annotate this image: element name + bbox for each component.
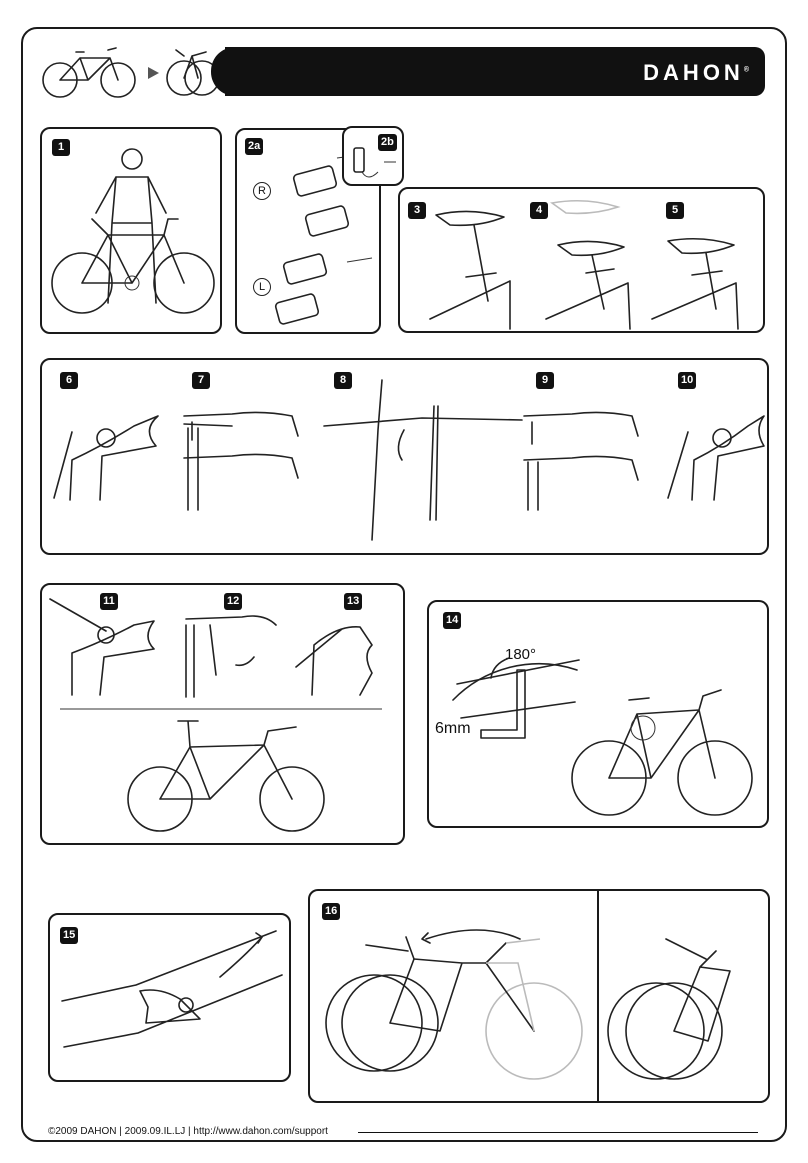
step-number: 4 [530, 202, 548, 219]
step-number: 5 [666, 202, 684, 219]
arrow-right-icon [148, 67, 159, 79]
step-number: 8 [334, 372, 352, 389]
panel-step-16: 16 [308, 889, 770, 1103]
hex-key-frame-lock-illustration [452, 657, 753, 816]
footer-text: ©2009 DAHON | 2009.09.IL.LJ | http://www… [48, 1126, 328, 1137]
step-number: 9 [536, 372, 554, 389]
step-number: 6 [60, 372, 78, 389]
step-number: 3 [408, 202, 426, 219]
step-number: 11 [100, 593, 118, 610]
step-number: 1 [52, 139, 70, 156]
rotation-angle-label: 180° [505, 646, 537, 663]
step-number: 12 [224, 593, 243, 610]
header-bar: DAHON® [211, 47, 765, 96]
panel-steps-6-10: 6 7 8 9 10 [40, 358, 769, 555]
hex-key-size-label: 6mm [435, 720, 471, 737]
handlebar-fold-illustrations [53, 379, 765, 541]
step-number: 2a [245, 138, 264, 155]
seat-adjust-illustrations [429, 199, 739, 330]
footer-rule [358, 1132, 758, 1133]
pedal-right-label: R [253, 182, 271, 200]
dahon-logo: DAHON® [643, 60, 749, 85]
person-with-bike-illustration [51, 148, 215, 314]
step-number: 7 [192, 372, 210, 389]
page-frame [21, 27, 787, 1142]
step-number: 16 [322, 903, 341, 920]
pedal-fold-illustration [353, 147, 396, 178]
step-number: 14 [443, 612, 462, 629]
panel-step-14: 14 180° 6mm [427, 600, 769, 828]
step-number: 10 [678, 372, 697, 389]
panel-divider [597, 891, 599, 1101]
step-number: 2b [378, 134, 397, 151]
frame-fold-illustration [325, 929, 731, 1080]
panel-step-1: 1 [40, 127, 222, 334]
panel-step-2b: 2b [342, 126, 404, 186]
pedal-left-label: L [253, 278, 271, 296]
step-number: 13 [344, 593, 363, 610]
panel-steps-11-13: 11 12 13 [40, 583, 405, 845]
frame-latch-illustration [61, 930, 283, 1048]
panel-steps-3-5: 3 4 5 [398, 187, 765, 333]
bike-unfolded-icon [42, 47, 136, 98]
step-number: 15 [60, 927, 79, 944]
stem-lock-illustrations [49, 598, 382, 832]
panel-step-15: 15 [48, 913, 291, 1082]
